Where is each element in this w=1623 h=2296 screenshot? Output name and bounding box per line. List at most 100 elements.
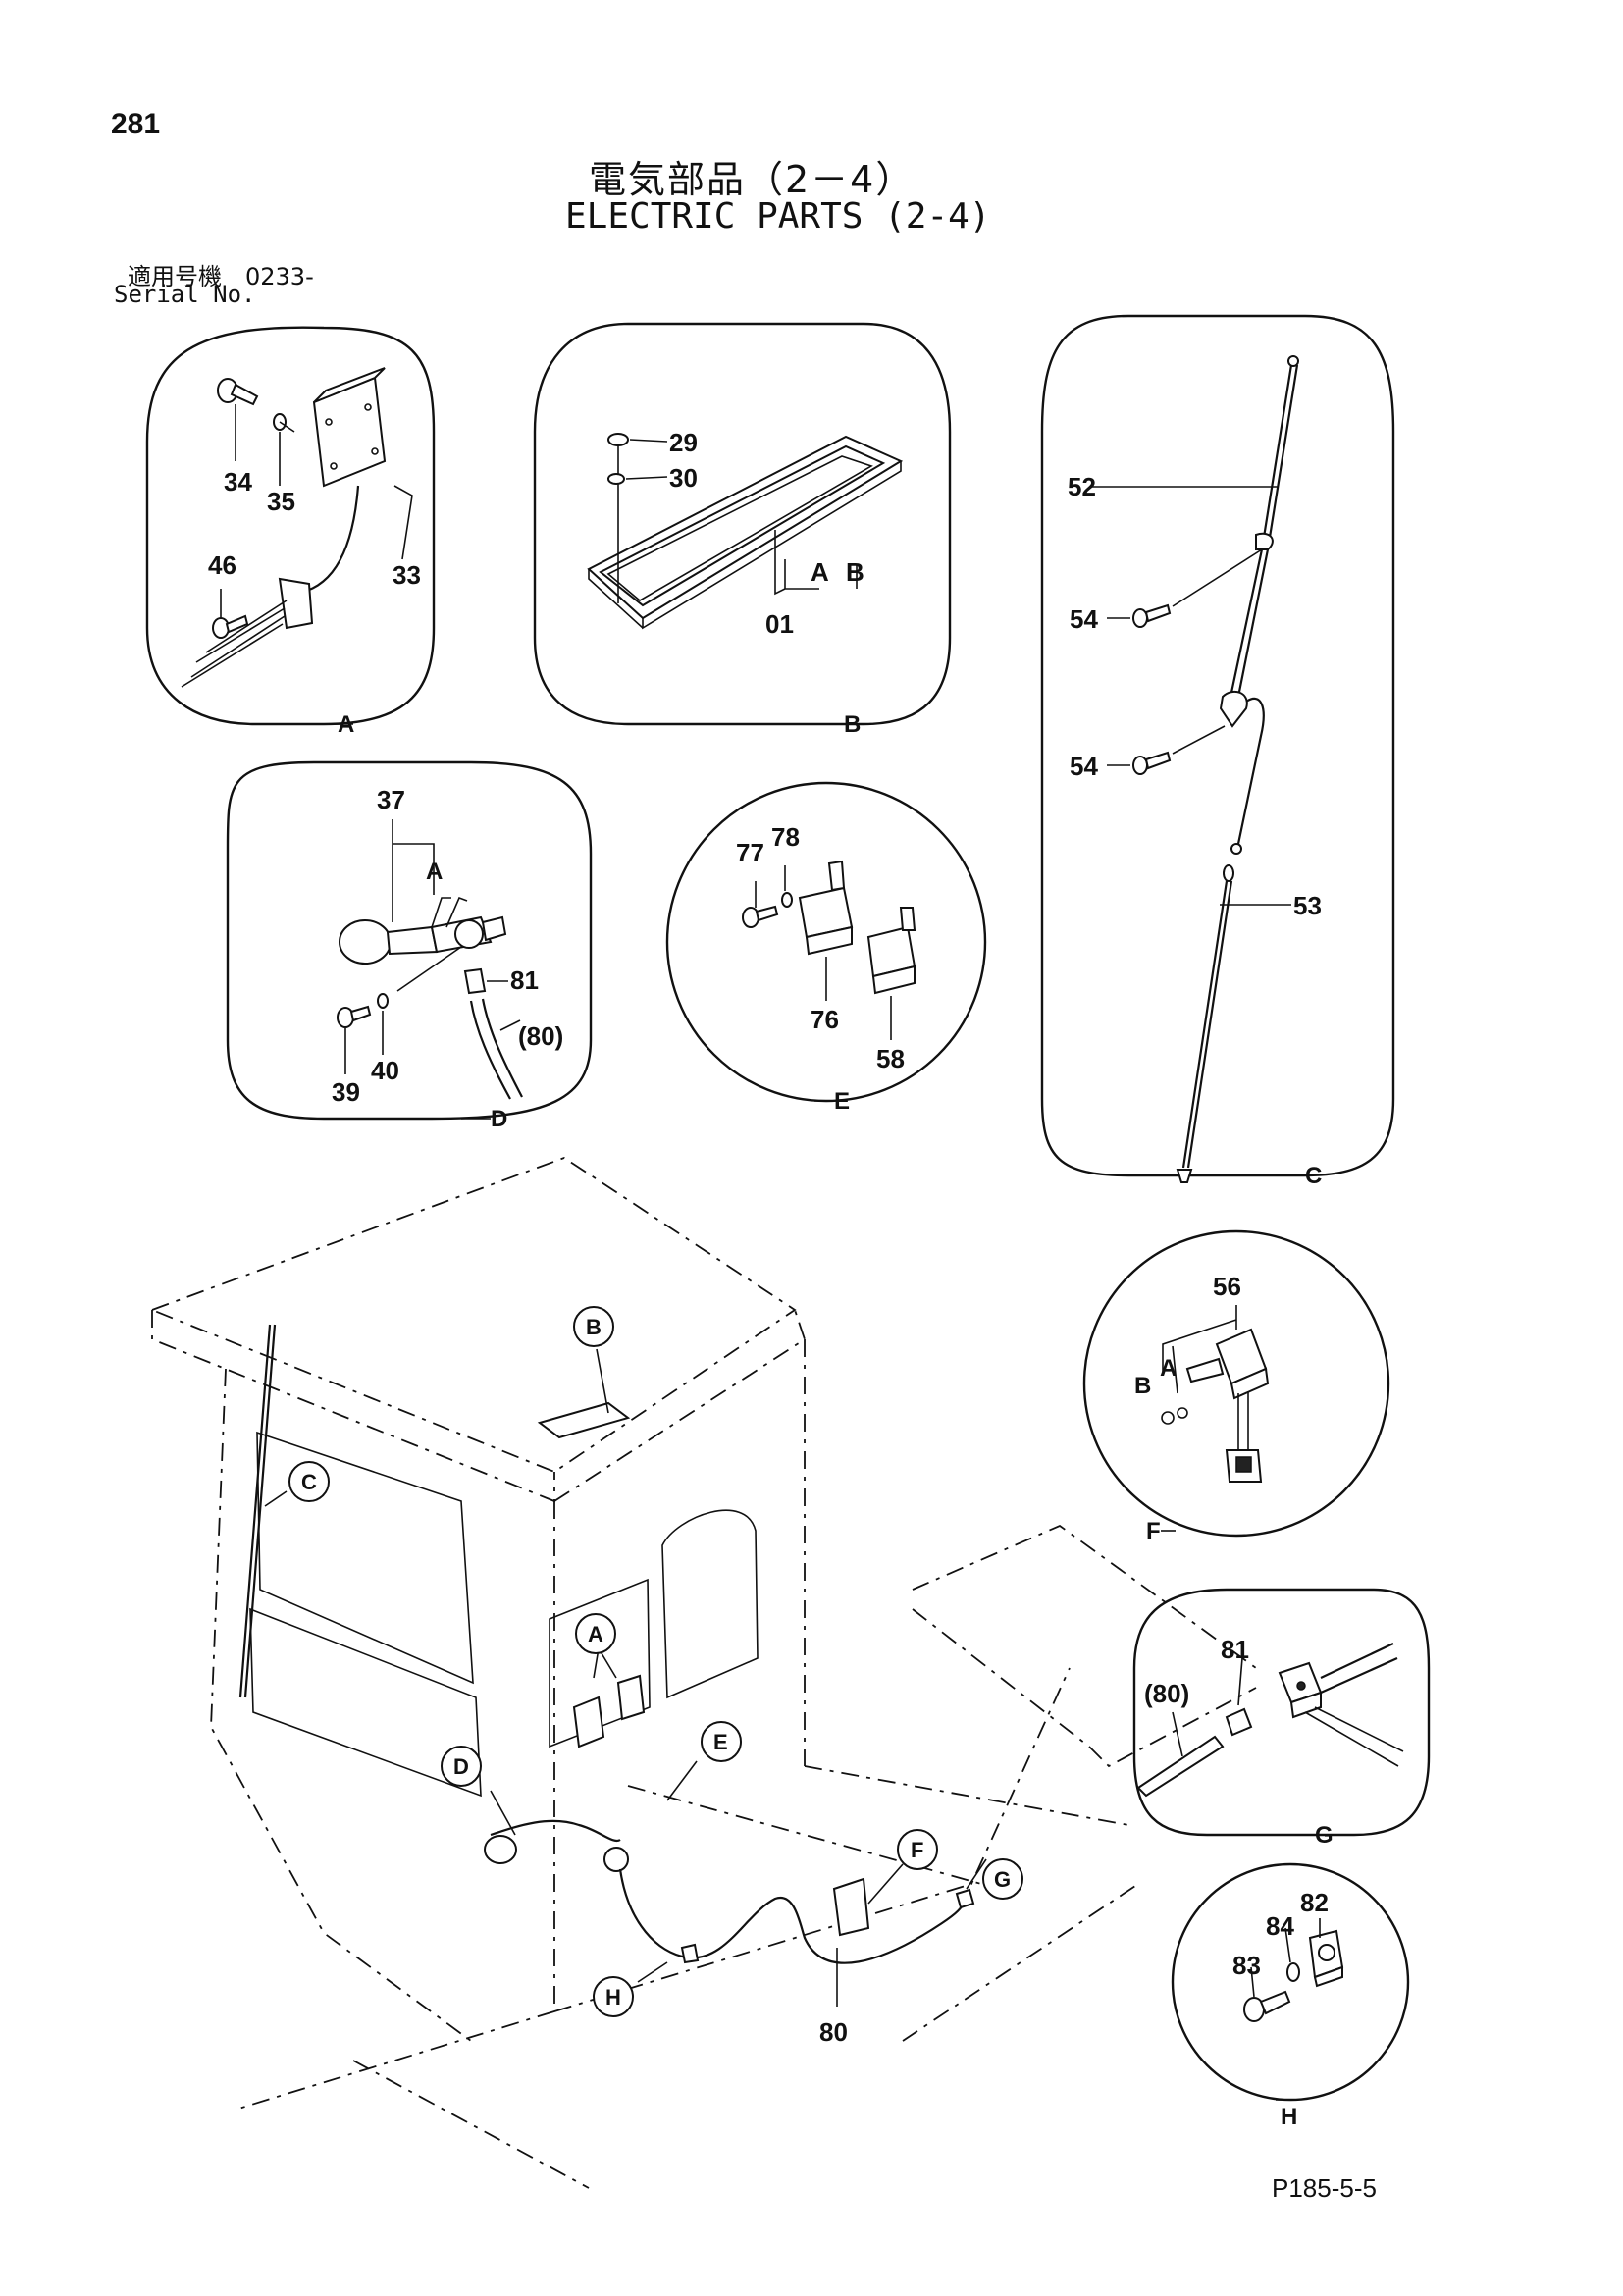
- detail-f-frame: [1082, 1229, 1390, 1538]
- variant-label: A: [1160, 1355, 1177, 1382]
- screw-icon: [1132, 751, 1172, 775]
- part-label: 54: [1070, 752, 1098, 781]
- part-label: 77: [736, 838, 764, 867]
- relay-part: [866, 907, 916, 995]
- screw-icon: [1132, 603, 1172, 628]
- screw-icon: [212, 614, 249, 639]
- part-label: 39: [332, 1077, 360, 1107]
- relay-part: [798, 860, 854, 956]
- work-lamp-part: [339, 896, 507, 965]
- detail-b-label: B: [844, 711, 861, 738]
- page-number: 281: [111, 108, 161, 140]
- svg-text:D: D: [453, 1754, 469, 1779]
- serial-label-english: Serial No.: [114, 281, 256, 308]
- part-label: 34: [224, 467, 252, 496]
- detail-c-frame: [1040, 314, 1395, 1177]
- svg-text:F: F: [911, 1838, 923, 1862]
- work-lamp-icon: [603, 1847, 629, 1872]
- cab-window: [256, 1431, 474, 1685]
- connector-icon: [278, 577, 314, 630]
- part-label: 78: [771, 822, 800, 852]
- cab-window: [249, 1607, 482, 1798]
- detail-d-label: D: [491, 1106, 507, 1132]
- part-label: (80): [1144, 1679, 1189, 1708]
- part-label: 83: [1232, 1951, 1261, 1980]
- detail-a: 34 35 33 46 A: [145, 326, 436, 738]
- part-label: 29: [669, 428, 698, 457]
- part-label: 33: [393, 560, 421, 590]
- screw-icon: [742, 905, 779, 928]
- detail-d: 37 A 81 (80) 39 40 D: [226, 760, 593, 1132]
- lamp-wire: [490, 1819, 621, 1843]
- detail-f: 56 B A F: [1082, 1229, 1390, 1544]
- control-box-icon: [572, 1696, 605, 1748]
- fitting-icon: [955, 1888, 975, 1909]
- detail-c: 52 54 54 53 C: [1040, 314, 1395, 1189]
- callout-f[interactable]: F: [897, 1829, 938, 1870]
- cab-door: [661, 1509, 759, 1699]
- detail-h-label: H: [1281, 2104, 1297, 2130]
- clamp-part: [1308, 1929, 1344, 1988]
- cab-panel: [549, 1578, 651, 1748]
- antenna-rod-part: [1219, 355, 1299, 855]
- part-label: 84: [1266, 1911, 1294, 1941]
- svg-text:H: H: [605, 1985, 621, 2009]
- part-label: 53: [1293, 891, 1322, 920]
- roof-lamp-part: [587, 435, 904, 630]
- detail-d-frame: [226, 760, 593, 1121]
- detail-b: 29 30 A B 01 B: [533, 322, 952, 738]
- work-lamp-icon: [484, 1835, 517, 1864]
- svg-text:C: C: [301, 1470, 317, 1494]
- hose-icon: [469, 1000, 511, 1100]
- variant-label: B: [846, 557, 864, 587]
- detail-f-label: F: [1146, 1518, 1161, 1544]
- washer-icon: [607, 473, 625, 485]
- screw-icon: [1243, 1990, 1291, 2022]
- part-label: 35: [267, 487, 295, 516]
- page-title-english: ELECTRIC PARTS (2-4): [565, 196, 991, 236]
- part-label: 37: [377, 785, 405, 814]
- detail-c-label: C: [1305, 1163, 1322, 1189]
- part-label: 80: [819, 2017, 848, 2047]
- antenna-icon: [238, 1324, 272, 1698]
- screw-icon: [607, 433, 629, 603]
- switch-icon: [832, 1877, 870, 1937]
- svg-text:B: B: [586, 1315, 602, 1339]
- part-label: 81: [510, 965, 539, 995]
- detail-a-label: A: [338, 711, 354, 738]
- main-cab-view: B C A D E F G H 80: [149, 1156, 1257, 2189]
- detail-g: 81 (80) G: [1132, 1588, 1431, 1849]
- callout-d[interactable]: D: [441, 1746, 482, 1787]
- part-label: 46: [208, 550, 236, 580]
- callout-h[interactable]: H: [593, 1976, 634, 2017]
- part-label: 30: [669, 463, 698, 493]
- control-box-icon: [616, 1674, 646, 1721]
- washer-icon: [781, 892, 793, 908]
- part-label: 82: [1300, 1888, 1329, 1917]
- part-label: 40: [371, 1056, 399, 1085]
- callout-g[interactable]: G: [982, 1858, 1023, 1900]
- document-code: P185-5-5: [1272, 2173, 1377, 2203]
- part-label: 58: [876, 1044, 905, 1073]
- o-ring-icon: [1177, 1407, 1188, 1419]
- o-ring-icon: [1161, 1411, 1175, 1425]
- roof-lamp-icon: [537, 1401, 631, 1439]
- part-label: 01: [765, 609, 794, 639]
- callout-c[interactable]: C: [288, 1461, 330, 1502]
- hose-icon: [1136, 1735, 1225, 1798]
- callout-e[interactable]: E: [701, 1721, 742, 1762]
- cab-roof: [149, 1156, 797, 1474]
- callout-b[interactable]: B: [573, 1306, 614, 1347]
- screw-icon: [337, 1005, 372, 1028]
- antenna-lower-part: [1176, 864, 1234, 1183]
- detail-h-frame: [1171, 1862, 1410, 2102]
- bracket-fitting-part: [1278, 1643, 1404, 1767]
- detail-e: 77 78 76 58 E: [665, 781, 987, 1115]
- callout-a[interactable]: A: [575, 1613, 616, 1654]
- part-label: 54: [1070, 604, 1098, 634]
- screw-icon: [217, 378, 259, 406]
- svg-text:G: G: [994, 1867, 1011, 1892]
- fitting-icon: [463, 967, 487, 995]
- harness-wire: [293, 485, 360, 596]
